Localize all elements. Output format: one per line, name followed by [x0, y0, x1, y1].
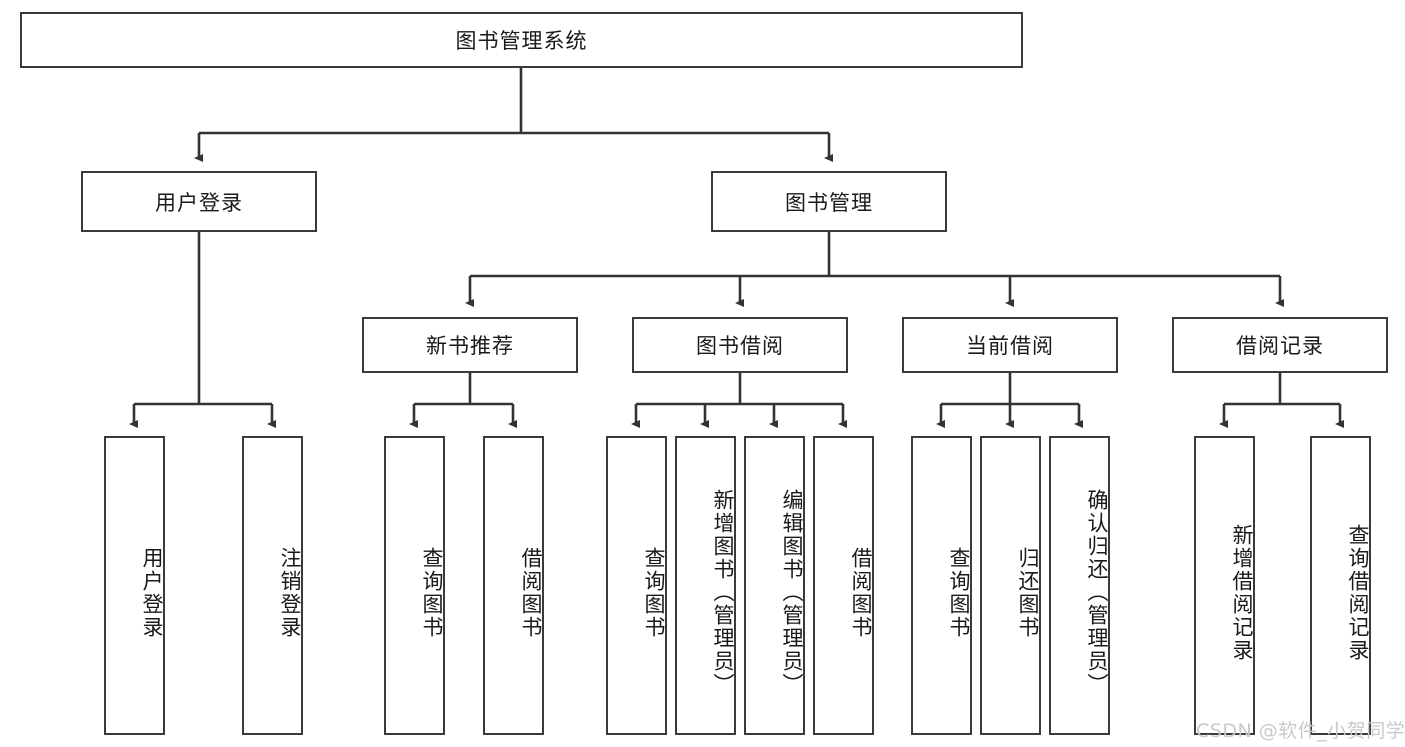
leaf-current-borrow-return-book[interactable]: 归还图书: [980, 436, 1041, 735]
node-label: 当前借阅: [966, 334, 1054, 358]
node-label: 新增图书（管理员）: [711, 489, 735, 696]
node-user-login[interactable]: 用户登录: [81, 171, 317, 232]
node-label: 查询图书: [947, 546, 971, 639]
node-borrow-record[interactable]: 借阅记录: [1172, 317, 1388, 373]
node-book-borrow[interactable]: 图书借阅: [632, 317, 848, 373]
leaf-book-borrow-add-book-admin[interactable]: 新增图书（管理员）: [675, 436, 736, 735]
csdn-watermark: CSDN @软件_小贺同学: [1196, 720, 1405, 742]
node-label: 查询图书: [642, 546, 666, 639]
node-label: 新增借阅记录: [1230, 523, 1254, 662]
node-label: 确认归还（管理员）: [1085, 489, 1109, 696]
leaf-book-borrow-borrow-book[interactable]: 借阅图书: [813, 436, 874, 735]
node-label: 借阅图书: [849, 546, 873, 639]
node-book-management[interactable]: 图书管理: [711, 171, 947, 232]
leaf-book-borrow-query-book[interactable]: 查询图书: [606, 436, 667, 735]
node-label: 编辑图书（管理员）: [780, 489, 804, 696]
node-label: 查询借阅记录: [1346, 523, 1370, 662]
leaf-user-login-logout[interactable]: 注销登录: [242, 436, 303, 735]
node-label: 新书推荐: [426, 334, 514, 358]
leaf-new-book-query-book[interactable]: 查询图书: [384, 436, 445, 735]
leaf-borrow-record-query-record[interactable]: 查询借阅记录: [1310, 436, 1371, 735]
node-label: 图书管理系统: [455, 29, 588, 53]
node-current-borrow[interactable]: 当前借阅: [902, 317, 1118, 373]
node-label: 图书借阅: [696, 334, 784, 358]
leaf-new-book-borrow-book[interactable]: 借阅图书: [483, 436, 544, 735]
node-label: 借阅记录: [1236, 334, 1324, 358]
leaf-current-borrow-confirm-return-admin[interactable]: 确认归还（管理员）: [1049, 436, 1110, 735]
node-label: 用户登录: [140, 546, 164, 639]
leaf-borrow-record-add-record[interactable]: 新增借阅记录: [1194, 436, 1255, 735]
node-label: 注销登录: [278, 546, 302, 639]
node-label: 查询图书: [420, 546, 444, 639]
node-label: 借阅图书: [519, 546, 543, 639]
node-label: 图书管理: [785, 190, 873, 215]
leaf-book-borrow-edit-book-admin[interactable]: 编辑图书（管理员）: [744, 436, 805, 735]
node-new-book-recommend[interactable]: 新书推荐: [362, 317, 578, 373]
node-root-book-management-system[interactable]: 图书管理系统: [20, 12, 1023, 68]
leaf-user-login-login[interactable]: 用户登录: [104, 436, 165, 735]
leaf-current-borrow-query-book[interactable]: 查询图书: [911, 436, 972, 735]
node-label: 用户登录: [155, 190, 243, 215]
node-label: 归还图书: [1016, 546, 1040, 639]
